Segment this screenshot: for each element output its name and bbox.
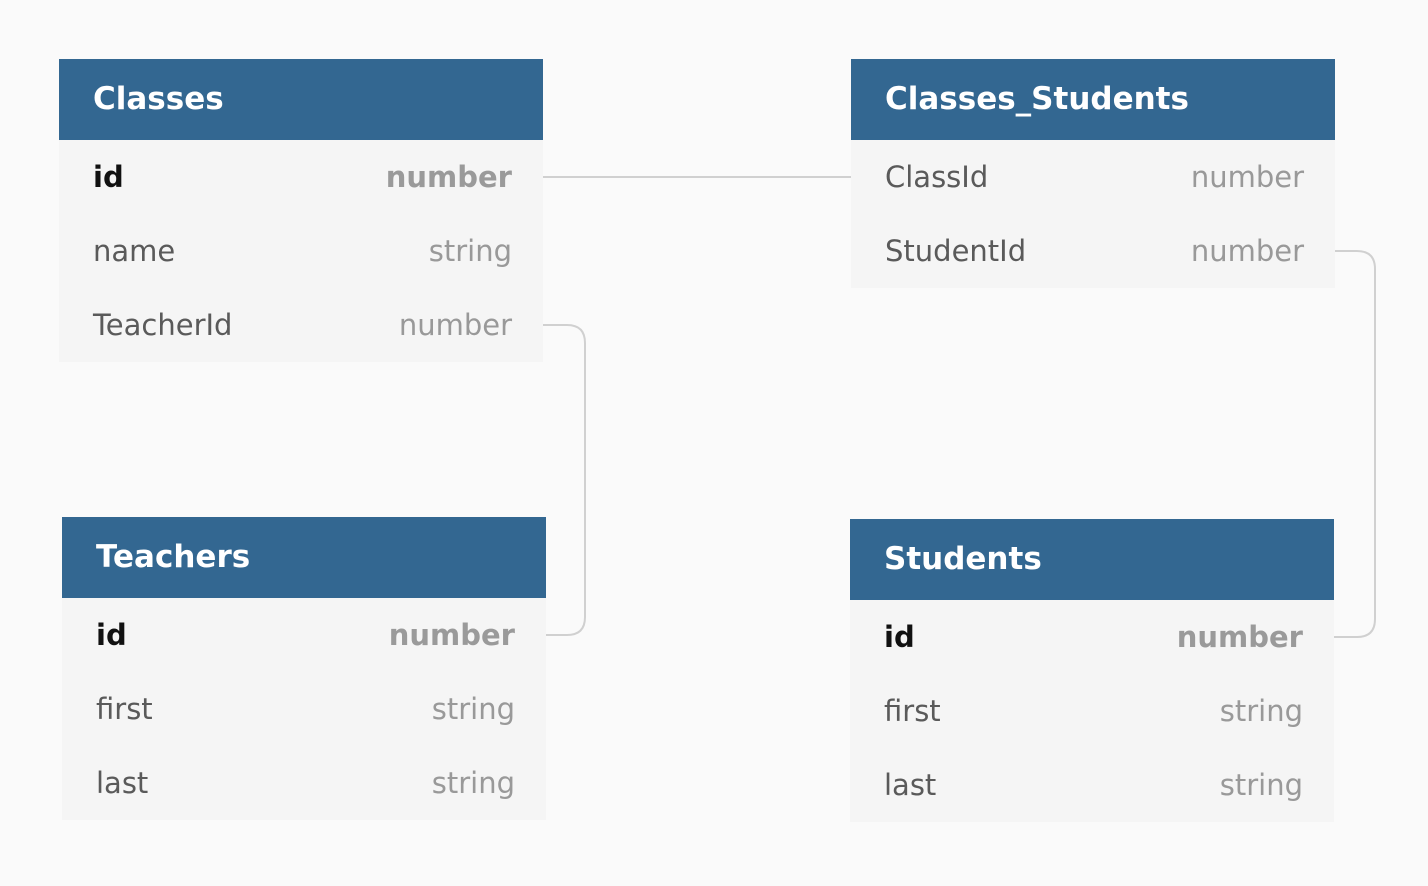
column-name: first (96, 692, 153, 726)
table-row[interactable]: first string (850, 674, 1334, 748)
column-name: TeacherId (93, 308, 233, 342)
column-name: StudentId (885, 234, 1027, 268)
column-type: string (1219, 694, 1303, 728)
column-name: last (96, 766, 149, 800)
table-row[interactable]: id number (62, 598, 546, 672)
column-type: number (1190, 160, 1304, 194)
column-type: number (398, 308, 512, 342)
table-title: Students (850, 519, 1334, 600)
table-row[interactable]: last string (62, 746, 546, 820)
connector-classes-teacherid-to-teachers-id (543, 324, 586, 636)
column-type: number (385, 160, 512, 194)
table-row[interactable]: ClassId number (851, 140, 1335, 214)
table-teachers[interactable]: Teachers id number first string last str… (62, 517, 546, 820)
table-row[interactable]: id number (59, 140, 543, 214)
column-name: first (884, 694, 941, 728)
column-type: string (1219, 768, 1303, 802)
table-classes[interactable]: Classes id number name string TeacherId … (59, 59, 543, 362)
table-title: Classes_Students (851, 59, 1335, 140)
column-name: ClassId (885, 160, 989, 194)
table-row[interactable]: TeacherId number (59, 288, 543, 362)
column-type: string (428, 234, 512, 268)
column-type: number (1176, 620, 1303, 654)
column-type: number (1190, 234, 1304, 268)
table-title: Classes (59, 59, 543, 140)
column-name: id (96, 618, 127, 652)
column-type: string (431, 692, 515, 726)
table-row[interactable]: last string (850, 748, 1334, 822)
column-name: id (93, 160, 124, 194)
table-row[interactable]: name string (59, 214, 543, 288)
connector-classes-students-studentid-to-students-id (1334, 250, 1376, 638)
column-type: string (431, 766, 515, 800)
column-name: last (884, 768, 937, 802)
table-row[interactable]: id number (850, 600, 1334, 674)
table-row[interactable]: first string (62, 672, 546, 746)
table-title: Teachers (62, 517, 546, 598)
table-row[interactable]: StudentId number (851, 214, 1335, 288)
column-name: id (884, 620, 915, 654)
table-classes-students[interactable]: Classes_Students ClassId number StudentI… (851, 59, 1335, 288)
column-type: number (388, 618, 515, 652)
column-name: name (93, 234, 176, 268)
table-students[interactable]: Students id number first string last str… (850, 519, 1334, 822)
